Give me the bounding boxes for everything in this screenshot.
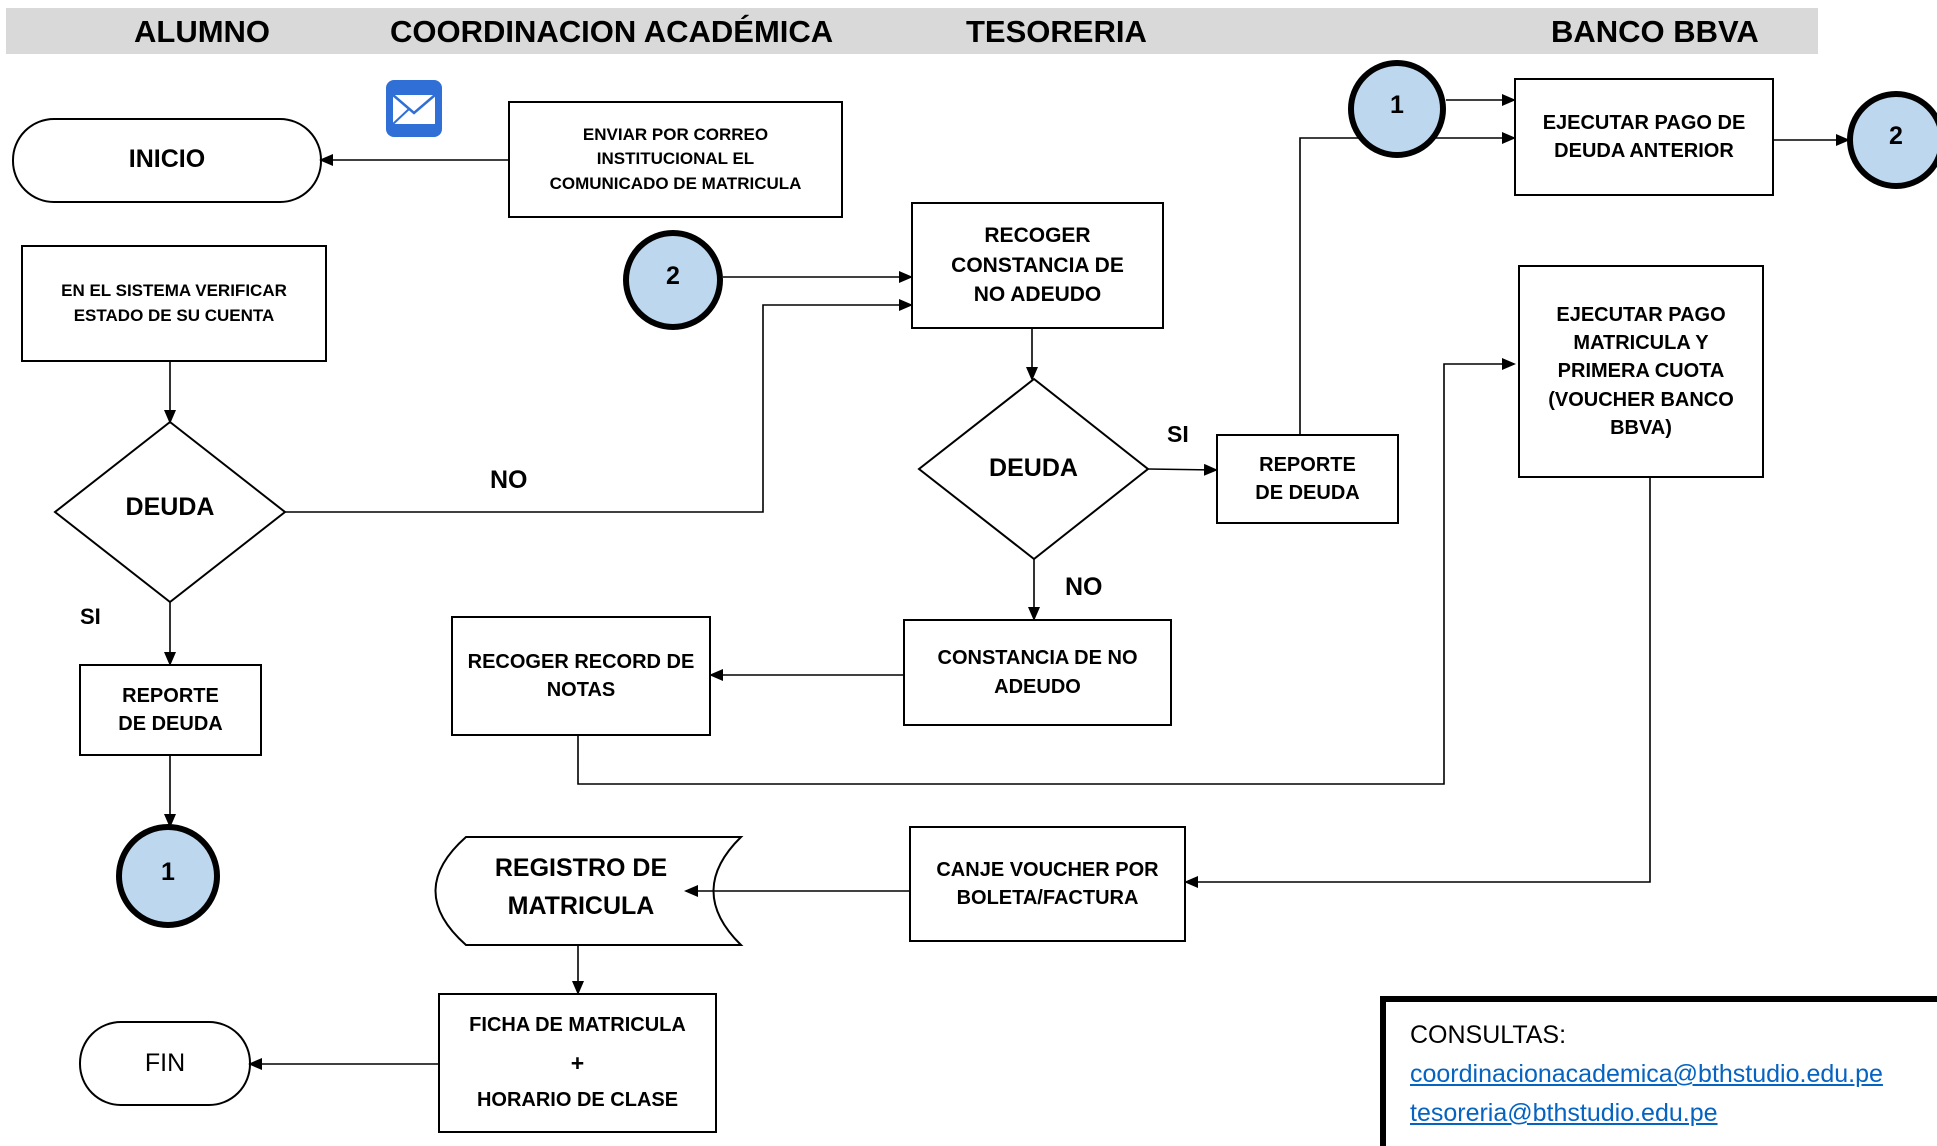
connector-2-coord-circle: [623, 230, 723, 330]
verificar-estado-text: EN EL SISTEMA VERIFICAR ESTADO DE SU CUE…: [61, 281, 287, 325]
edge-deuda-no-to-recoger: [285, 299, 913, 513]
edge-label-no-tesoreria: NO: [1065, 573, 1103, 601]
ficha-line2-text: HORARIO DE CLASE: [476, 1089, 679, 1112]
reporte-deuda-tesoreria-box: REPORTE DE DEUDA: [1216, 434, 1399, 524]
registro-matricula-stored-data: [434, 836, 744, 946]
edge-label-si-alumno: SI: [80, 604, 101, 629]
connector-1-banco-circle: [1348, 60, 1446, 158]
ejecutar-pago-deuda-text: EJECUTAR PAGO DE DEUDA ANTERIOR: [1542, 111, 1746, 162]
connector-2-coord-label: 2: [666, 262, 680, 290]
email-tesoreria-link[interactable]: tesoreria@bthstudio.edu.pe: [1410, 1099, 1718, 1127]
email-coordinacion-link[interactable]: coordinacionacademica@bthstudio.edu.pe: [1410, 1060, 1883, 1088]
ejecutar-pago-deuda-box: EJECUTAR PAGO DE DEUDA ANTERIOR: [1514, 78, 1774, 196]
lane-title-tesoreria: TESORERIA: [966, 14, 1147, 49]
edge-label-no-alumno: NO: [490, 466, 528, 494]
consultas-title: CONSULTAS:: [1410, 1021, 1567, 1049]
edge-deudat-si-to-reporte: [1147, 463, 1218, 476]
consultas-box: CONSULTAS: coordinacionacademica@bthstud…: [1380, 996, 1937, 1146]
verificar-estado-box: EN EL SISTEMA VERIFICAR ESTADO DE SU CUE…: [21, 245, 327, 362]
deuda-alumno-label: DEUDA: [125, 493, 215, 521]
canje-voucher-box: CANJE VOUCHER POR BOLETA/FACTURA: [909, 826, 1186, 942]
lane-header-bar: [6, 8, 1818, 54]
recoger-record-text: RECOGER RECORD DE NOTAS: [467, 650, 695, 701]
edge-pago-matricula-to-canje: [1184, 478, 1651, 888]
ejecutar-pago-matricula-text: EJECUTAR PAGO MATRICULA Y PRIMERA CUOTA …: [1548, 303, 1734, 440]
fin-label: FIN: [144, 1049, 186, 1077]
ficha-matricula-box: FICHA DE MATRICULA + HORARIO DE CLASE: [438, 993, 717, 1133]
recoger-record-box: RECOGER RECORD DE NOTAS: [451, 616, 711, 736]
mail-icon: [386, 80, 442, 137]
connector-1-alumno-circle: [116, 824, 220, 928]
inicio-label: INICIO: [128, 145, 206, 173]
lane-title-coordinacion: COORDINACION ACADÉMICA: [390, 14, 834, 49]
reporte-deuda-tesoreria-text: REPORTE DE DEUDA: [1255, 453, 1360, 504]
lane-title-banco: BANCO BBVA: [1551, 14, 1759, 49]
ficha-line1-text: FICHA DE MATRICULA: [469, 1013, 686, 1036]
connector-1-alumno-label: 1: [161, 858, 175, 886]
connector-2-banco-label: 2: [1889, 122, 1903, 150]
edge-record-to-pago-matricula: [577, 358, 1516, 785]
connector-1-banco-label: 1: [1390, 91, 1404, 119]
deuda-tesoreria-label: DEUDA: [989, 454, 1078, 482]
reporte-deuda-alumno-box: REPORTE DE DEUDA: [79, 664, 262, 756]
registro-matricula-label: REGISTRO DE MATRICULA: [494, 854, 668, 920]
lane-title-alumno: ALUMNO: [134, 14, 271, 49]
canje-voucher-text: CANJE VOUCHER POR BOLETA/FACTURA: [936, 858, 1159, 909]
ficha-plus-text: +: [570, 1049, 585, 1076]
connector-2-banco-circle: [1847, 91, 1937, 189]
constancia-no-adeudo-box: CONSTANCIA DE NO ADEUDO: [903, 619, 1172, 726]
edge-reporte-to-pago-deuda: [1299, 132, 1516, 434]
reporte-deuda-alumno-text: REPORTE DE DEUDA: [118, 684, 223, 735]
enviar-correo-text: ENVIAR POR CORREO INSTITUCIONAL EL COMUN…: [549, 125, 802, 193]
constancia-no-adeudo-text: CONSTANCIA DE NO ADEUDO: [937, 647, 1138, 698]
enviar-correo-box: ENVIAR POR CORREO INSTITUCIONAL EL COMUN…: [508, 101, 843, 218]
edge-label-si-tesoreria: SI: [1167, 421, 1189, 447]
ejecutar-pago-matricula-box: EJECUTAR PAGO MATRICULA Y PRIMERA CUOTA …: [1518, 265, 1764, 478]
recoger-constancia-text: RECOGER CONSTANCIA DE NO ADEUDO: [951, 223, 1124, 307]
recoger-constancia-box: RECOGER CONSTANCIA DE NO ADEUDO: [911, 202, 1164, 329]
